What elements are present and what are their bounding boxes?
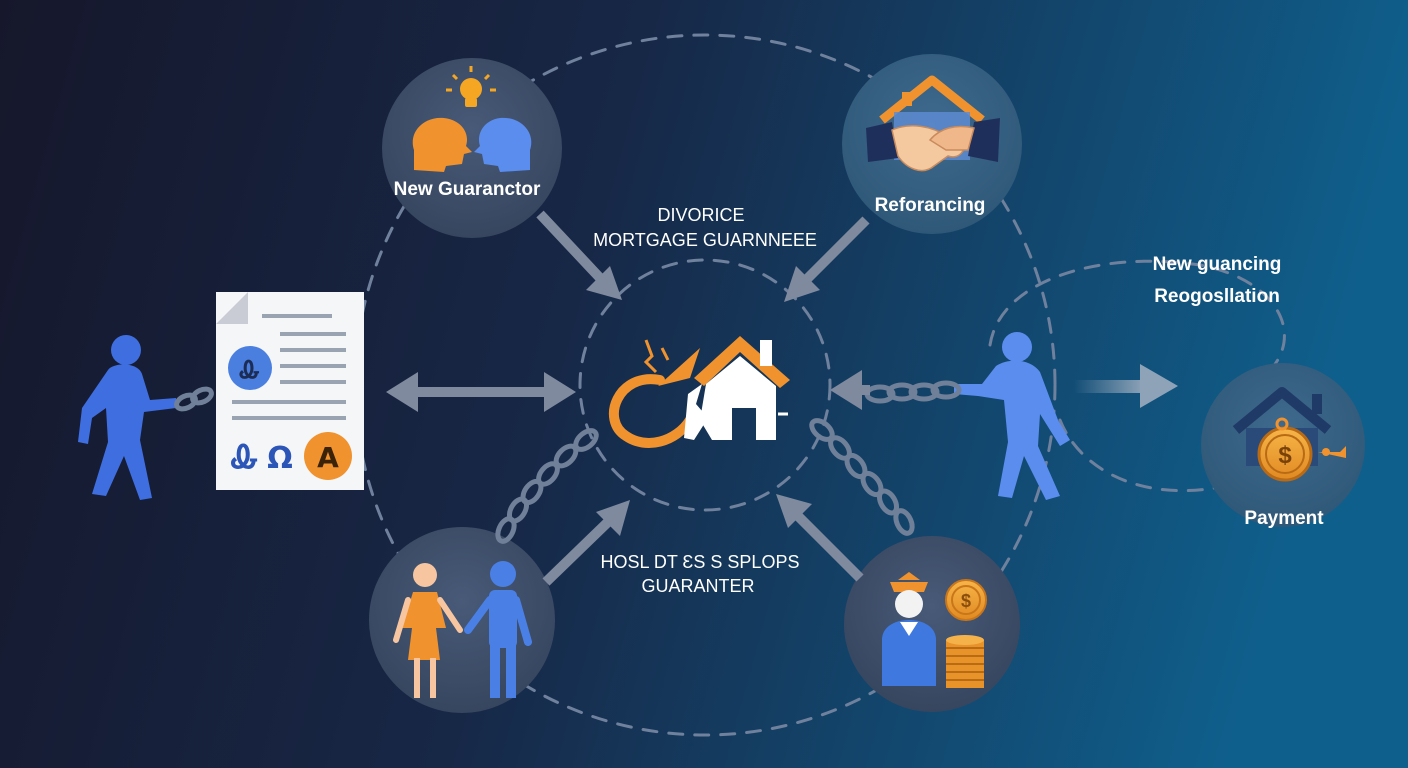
right-label-line1: New guancing — [1153, 254, 1282, 275]
arrow-refinancing-to-center — [784, 216, 870, 302]
arrow-right-to-center — [830, 370, 870, 410]
house-dollar-key-icon: $ — [1232, 387, 1346, 482]
two-heads-icon — [412, 117, 532, 172]
node-refinancing: Reforancing — [842, 54, 1022, 234]
coin-stack-icon — [946, 635, 984, 688]
document-symbol-4: A — [317, 441, 339, 474]
handshake-house-icon — [866, 75, 1000, 172]
chain-lower-right-icon — [809, 418, 915, 536]
center-title-line2: MORTGAGE GUARNNEEE — [593, 230, 817, 250]
document-seal-icon — [228, 346, 272, 390]
left-chain-icon — [174, 386, 214, 412]
center-title-line1: DIVORICE — [657, 205, 744, 225]
inner-dashed-ring — [578, 258, 832, 512]
node-payout: $ — [844, 536, 1020, 712]
new-guarantor-label: New Guaranctor — [394, 179, 541, 200]
arrow-payout-to-center — [776, 494, 864, 582]
node-payment: $ Payment — [1201, 363, 1365, 529]
arrow-new-guarantor-to-center — [536, 210, 622, 300]
bottom-center-line1: HOSL DT ƐS S SPLOPS — [601, 552, 800, 572]
double-arrow-left — [386, 372, 576, 412]
document-symbol-1: Ꮂ — [239, 356, 260, 384]
right-label-line2: Reogosllation — [1154, 286, 1280, 307]
left-person-icon — [78, 335, 214, 500]
person-coins-icon: $ — [882, 572, 987, 688]
arrow-couple-to-center — [542, 500, 630, 586]
chain-lower-left-icon — [495, 428, 599, 544]
node-new-guarantor: New Guaranctor — [382, 58, 562, 238]
lightbulb-icon — [446, 66, 496, 107]
node-couple — [369, 527, 555, 713]
arrow-to-payment — [1074, 364, 1178, 408]
svg-text:$: $ — [1278, 442, 1292, 469]
document-symbol-3: Ω — [267, 441, 293, 476]
broken-house-with-ring-icon — [608, 336, 790, 448]
document-symbol-2: Ꮂ — [231, 438, 259, 476]
couple-icon — [393, 561, 532, 698]
right-dashed-loop — [988, 259, 1286, 493]
bottom-center-line2: GUARANTER — [641, 576, 754, 596]
document-card: Ꮂ Ꮂ Ω A — [216, 292, 364, 490]
svg-text:$: $ — [961, 591, 971, 611]
payment-label: Payment — [1244, 508, 1324, 529]
refinancing-label: Reforancing — [875, 195, 986, 216]
chain-right-icon — [864, 380, 962, 404]
right-person-icon — [954, 332, 1070, 500]
